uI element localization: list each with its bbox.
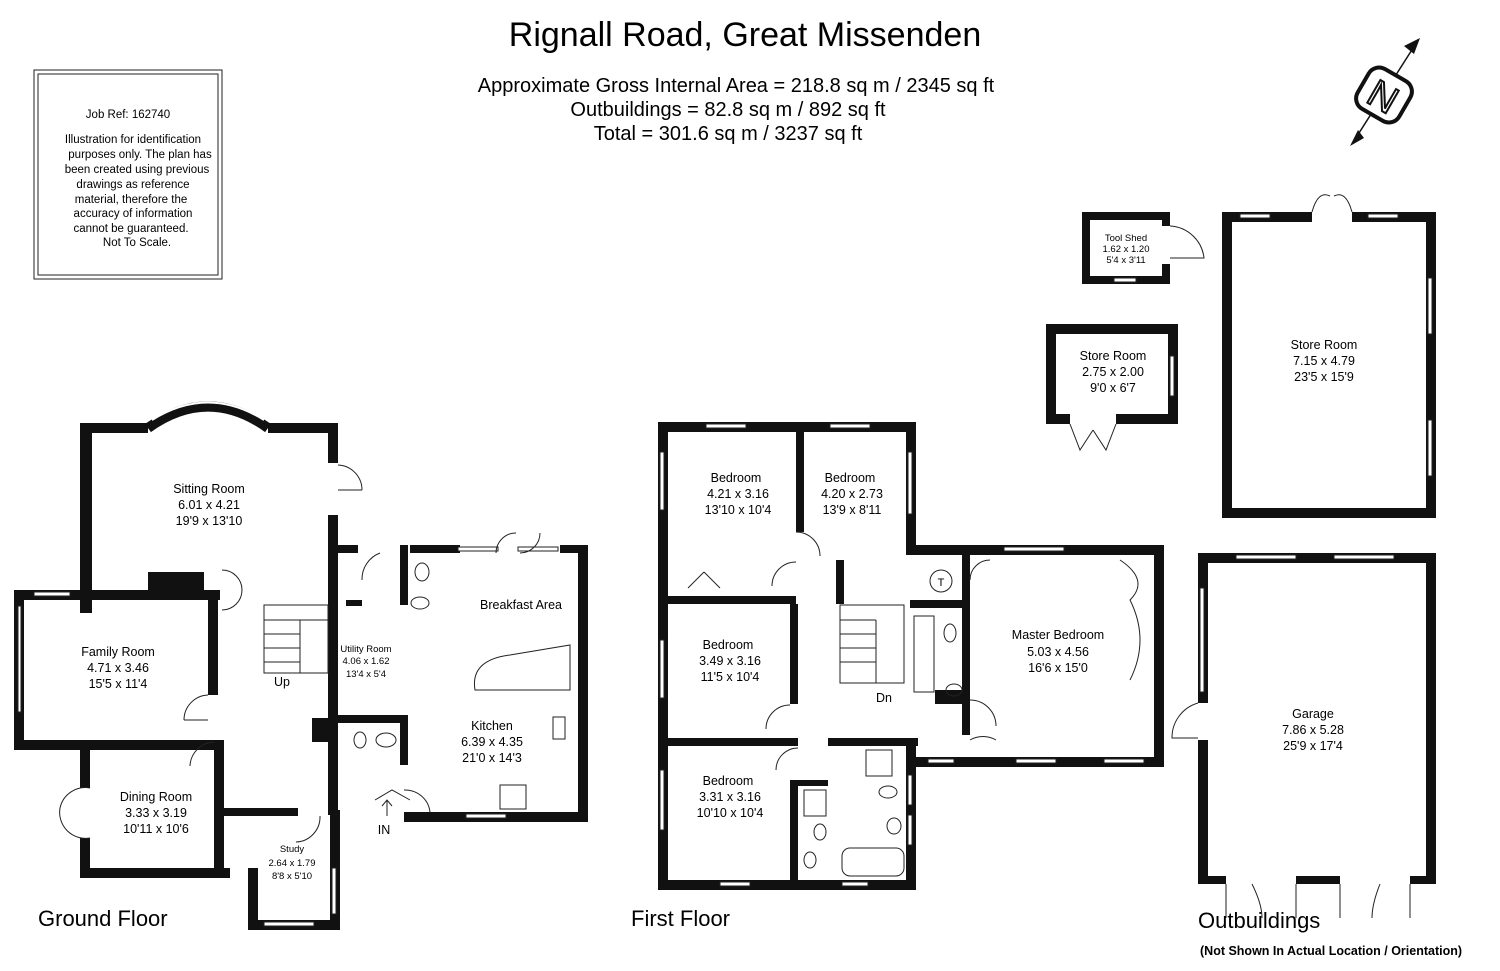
sitting-room-metric: 6.01 x 4.21 <box>178 498 240 512</box>
bedroom-2-name: Bedroom <box>825 471 876 485</box>
outbuildings-area: Outbuildings = 82.8 sq m / 892 sq ft <box>570 99 886 121</box>
large-store-imperial: 23'5 x 15'9 <box>1294 370 1354 384</box>
bedroom-4-name: Bedroom <box>703 774 754 788</box>
small-store-metric: 2.75 x 2.00 <box>1082 365 1144 379</box>
entrance-label: IN <box>378 823 391 837</box>
utility-room-imperial: 13'4 x 5'4 <box>346 669 386 680</box>
large-store-metric: 7.15 x 4.79 <box>1293 354 1355 368</box>
sitting-room-imperial: 19'9 x 13'10 <box>176 514 243 528</box>
stairs-ground <box>263 604 329 674</box>
bedroom-2-metric: 4.20 x 2.73 <box>821 487 883 501</box>
kitchen-metric: 6.39 x 4.35 <box>461 735 523 749</box>
disclaimer-line: material, therefore the <box>75 194 188 206</box>
family-room-imperial: 15'5 x 11'4 <box>89 677 148 691</box>
plan-title: Rignall Road, Great Missenden <box>509 16 981 54</box>
tool-shed-metric: 1.62 x 1.20 <box>1102 244 1149 255</box>
disclaimer-line: Illustration for identification <box>65 134 201 146</box>
dining-room-metric: 3.33 x 3.19 <box>125 806 187 820</box>
bedroom-2-imperial: 13'9 x 8'11 <box>823 503 882 517</box>
disclaimer-line: Not To Scale. <box>103 237 171 249</box>
bedroom-4-imperial: 10'10 x 10'4 <box>697 806 764 820</box>
master-bedroom-imperial: 16'6 x 15'0 <box>1028 661 1088 675</box>
gross-area: Approximate Gross Internal Area = 218.8 … <box>478 75 995 97</box>
outbuildings-label: Outbuildings <box>1198 908 1320 933</box>
small-store-name: Store Room <box>1080 349 1147 363</box>
breakfast-area-name: Breakfast Area <box>480 598 562 612</box>
family-room-metric: 4.71 x 3.46 <box>87 661 149 675</box>
tank-label: T <box>938 577 945 589</box>
bedroom-1-name: Bedroom <box>711 471 762 485</box>
large-store-name: Store Room <box>1291 338 1358 352</box>
dining-room-name: Dining Room <box>120 790 192 804</box>
job-ref: Job Ref: 162740 <box>86 109 170 121</box>
small-store-imperial: 9'0 x 6'7 <box>1090 381 1136 395</box>
bedroom-3-name: Bedroom <box>703 638 754 652</box>
disclaimer-line: been created using previous <box>65 164 210 176</box>
master-bedroom-metric: 5.03 x 4.56 <box>1027 645 1089 659</box>
stairs-first <box>839 604 905 684</box>
bedroom-1-metric: 4.21 x 3.16 <box>707 487 769 501</box>
garage-imperial: 25'9 x 17'4 <box>1283 739 1343 753</box>
ground-floor-label: Ground Floor <box>38 906 168 931</box>
disclaimer-box: Job Ref: 162740 Illustration for identif… <box>33 69 223 280</box>
first-floor-plan: T Bedroom 4.21 x 3.16 13'10 x 10'4 Bedro… <box>658 422 1164 890</box>
total-area: Total = 301.6 sq m / 3237 sq ft <box>594 123 863 145</box>
bedroom-3-metric: 3.49 x 3.16 <box>699 654 761 668</box>
ground-floor-plan: Sitting Room 6.01 x 4.21 19'9 x 13'10 Fa… <box>14 401 588 930</box>
disclaimer-line: purposes only. The plan has <box>68 149 212 161</box>
tank-icon <box>929 569 953 593</box>
bedroom-3-imperial: 11'5 x 10'4 <box>701 670 760 684</box>
kitchen-name: Kitchen <box>471 719 513 733</box>
kitchen-imperial: 21'0 x 14'3 <box>462 751 522 765</box>
stairs-down-label: Dn <box>876 691 892 705</box>
disclaimer-line: cannot be guaranteed. <box>73 223 188 235</box>
utility-room-metric: 4.06 x 1.62 <box>342 656 389 667</box>
tool-shed-imperial: 5'4 x 3'11 <box>1106 255 1145 266</box>
family-room-name: Family Room <box>81 645 155 659</box>
north-arrow-icon: N <box>1350 38 1420 146</box>
entrance-arrow-icon <box>381 799 393 816</box>
utility-room-name: Utility Room <box>340 644 391 655</box>
tool-shed-name: Tool Shed <box>1105 233 1147 244</box>
garage-metric: 7.86 x 5.28 <box>1282 723 1344 737</box>
study-imperial: 8'8 x 5'10 <box>272 871 312 882</box>
study-name: Study <box>280 844 305 855</box>
bedroom-1-imperial: 13'10 x 10'4 <box>705 503 772 517</box>
first-floor-label: First Floor <box>631 906 730 931</box>
dining-room-imperial: 10'11 x 10'6 <box>123 822 189 836</box>
outbuildings-note: (Not Shown In Actual Location / Orientat… <box>1200 944 1462 958</box>
sitting-room-name: Sitting Room <box>173 482 245 496</box>
study-metric: 2.64 x 1.79 <box>268 858 315 869</box>
garage-name: Garage <box>1292 707 1334 721</box>
bedroom-4-metric: 3.31 x 3.16 <box>699 790 761 804</box>
disclaimer-line: accuracy of information <box>74 208 193 220</box>
master-bedroom-name: Master Bedroom <box>1012 628 1104 642</box>
disclaimer-line: drawings as reference <box>76 179 189 191</box>
outbuildings-plan: Tool Shed 1.62 x 1.20 5'4 x 3'11 Store R… <box>1046 194 1436 919</box>
stairs-up-label: Up <box>274 675 290 689</box>
